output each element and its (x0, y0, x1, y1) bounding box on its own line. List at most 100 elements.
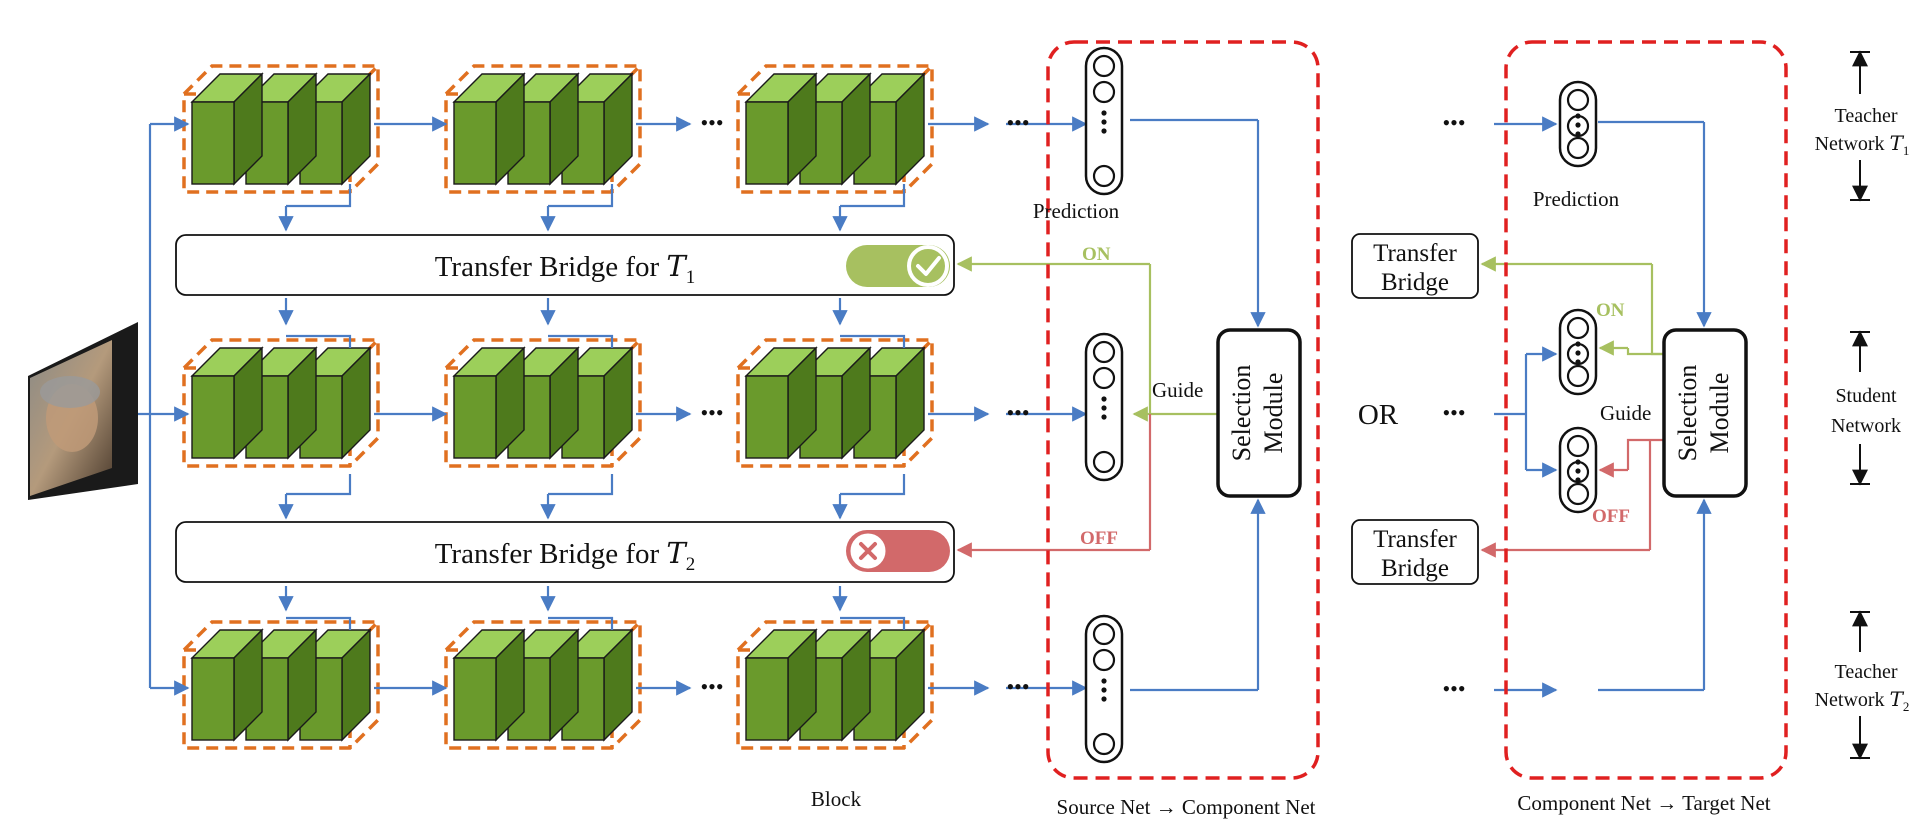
neuron-node (1092, 80, 1116, 104)
selection-module-right: Selection Module (1662, 328, 1748, 498)
transfer-bridge-t2-label: Transfer Bridge for T2 (435, 536, 696, 575)
feature-cube (560, 72, 634, 186)
svg-text:Transfer: Transfer (1373, 240, 1457, 267)
connector-line (286, 616, 352, 630)
prediction-vector (1558, 308, 1598, 396)
ellipsis-dots: ••• (1006, 674, 1029, 699)
ellipsis-dots: ••• (700, 110, 723, 135)
connector-line (840, 184, 906, 208)
neuron-dot (1101, 696, 1107, 702)
feature-cube (744, 72, 818, 186)
source-to-component-panel (1046, 40, 1320, 780)
neuron-dot (1101, 110, 1107, 116)
conv-block-r3-c2 (444, 620, 642, 750)
feature-cube (798, 346, 872, 460)
connector-line (840, 616, 906, 630)
neuron-dot (1575, 113, 1581, 119)
connector-line (840, 474, 906, 496)
block-caption: Block (811, 787, 862, 811)
conv-block-r1-c1 (182, 64, 380, 194)
right-prediction-label: Prediction (1533, 187, 1620, 211)
left-panel-caption: Source Net → Component Net (1057, 795, 1316, 819)
neuron-node (1092, 366, 1116, 390)
neuron-dot (1575, 459, 1581, 465)
neuron-node (1092, 54, 1116, 78)
right-transfer-bridge-2: Transfer Bridge (1351, 519, 1479, 585)
ellipsis-dots: ••• (1006, 110, 1029, 135)
feature-cube (852, 72, 926, 186)
svg-text:Student: Student (1835, 385, 1897, 407)
feature-cube (452, 346, 526, 460)
conv-block-r1-c3 (736, 64, 934, 194)
neuron-node (1566, 482, 1590, 506)
connector-line (286, 474, 352, 496)
svg-text:Network T1: Network T1 (1815, 131, 1910, 158)
feature-cube (852, 628, 926, 742)
connection-arrows (112, 116, 1712, 698)
conv-block-r1-c2 (444, 64, 642, 194)
switch-on-toggle[interactable] (846, 245, 950, 287)
conv-block-r2-c1 (182, 338, 380, 468)
neuron-node (1566, 88, 1590, 112)
svg-text:Network: Network (1831, 415, 1901, 437)
connector-line (286, 334, 352, 348)
neuron-dot (1101, 414, 1107, 420)
transfer-bridge-t1: Transfer Bridge for T1 (175, 234, 955, 296)
left-on-label: ON (1082, 244, 1111, 265)
feature-cube (190, 346, 264, 460)
neuron-dot (1575, 477, 1581, 483)
input-face-image (28, 322, 138, 500)
neuron-dot (1575, 122, 1581, 128)
right-transfer-bridge-1: Transfer Bridge (1351, 233, 1479, 299)
neuron-node (1092, 450, 1116, 474)
conv-block-r2-c2 (444, 338, 642, 468)
ellipsis-dots: ••• (1442, 110, 1465, 135)
prediction-vector (1084, 614, 1124, 764)
ellipsis-dots: ••• (1006, 400, 1029, 425)
neuron-node (1566, 136, 1590, 160)
connector-line (840, 334, 906, 348)
ellipsis-dots: ••• (700, 674, 723, 699)
conv-block-r3-c3 (736, 620, 934, 750)
neuron-dot (1575, 468, 1581, 474)
connector-line (286, 184, 352, 208)
right-on-label: ON (1596, 300, 1625, 321)
neuron-dot (1101, 396, 1107, 402)
right-panel-caption: Component Net → Target Net (1517, 791, 1770, 815)
neuron-dot (1101, 687, 1107, 693)
network-blocks (182, 64, 934, 750)
transfer-bridge-t1-label: Transfer Bridge for T1 (435, 249, 696, 288)
left-prediction-label: Prediction (1033, 199, 1120, 223)
neuron-dot (1101, 405, 1107, 411)
ellipsis-dots: ••• (1442, 400, 1465, 425)
feature-cube (190, 72, 264, 186)
connector-line (548, 184, 614, 208)
svg-text:Selection: Selection (1227, 365, 1256, 462)
connector-line (548, 616, 614, 630)
neuron-node (1566, 316, 1590, 340)
connector-line (548, 334, 614, 348)
neuron-node (1092, 340, 1116, 364)
feature-cube (744, 628, 818, 742)
transfer-bridge-t1-box (175, 234, 955, 296)
svg-text:Teacher: Teacher (1835, 661, 1898, 683)
neuron-node (1092, 648, 1116, 672)
svg-text:Selection: Selection (1673, 365, 1702, 462)
side-labels: Teacher Network T1 Student Network Teach… (1815, 50, 1910, 760)
ellipsis-dots: ••• (700, 400, 723, 425)
neuron-node (1092, 732, 1116, 756)
prediction-vectors (1084, 46, 1598, 764)
connector-line (1650, 264, 1664, 356)
svg-text:Transfer: Transfer (1373, 526, 1457, 553)
transfer-bridge-t2-box (175, 521, 955, 583)
feature-cube (506, 628, 580, 742)
component-to-target-panel (1504, 40, 1788, 780)
connector-line (1626, 438, 1664, 470)
feature-cube (190, 628, 264, 742)
right-off-label: OFF (1592, 506, 1630, 527)
prediction-vector (1084, 46, 1124, 196)
feature-cube (452, 628, 526, 742)
prediction-vector (1558, 80, 1598, 168)
switch-off-toggle[interactable] (846, 530, 950, 572)
